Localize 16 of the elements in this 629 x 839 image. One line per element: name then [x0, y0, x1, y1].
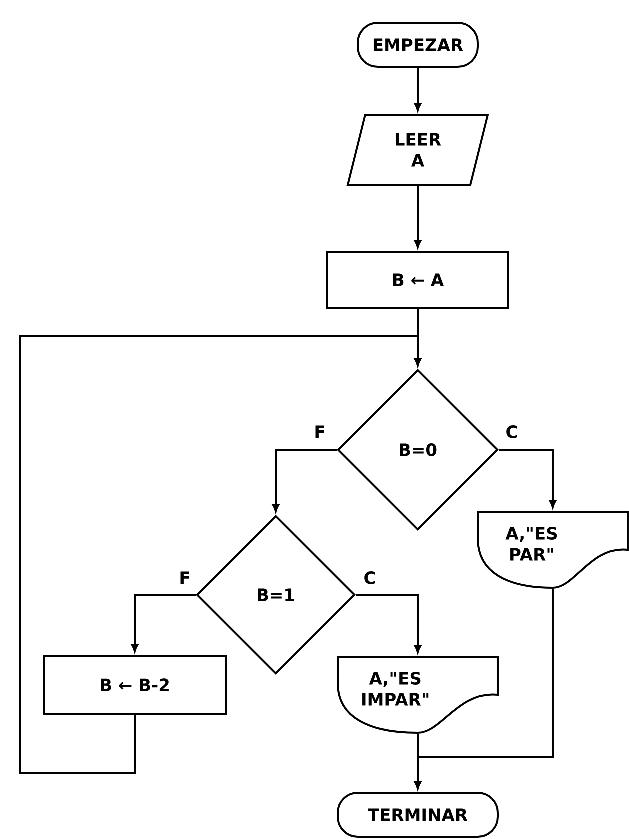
- edge-label: C: [362, 570, 378, 586]
- arrow: [19, 335, 422, 774]
- arrow: [356, 594, 422, 654]
- arrow: [414, 186, 422, 248]
- arrow: [414, 734, 422, 790]
- arrow: [499, 449, 557, 508]
- terminal-box: TERMINAR: [337, 792, 499, 838]
- process-box: B ← A: [326, 251, 510, 309]
- edge-label: C: [504, 424, 520, 440]
- edge-label: F: [313, 424, 327, 440]
- process-box: B ← B-2: [43, 655, 227, 715]
- arrow: [272, 449, 337, 512]
- terminal-box: EMPEZAR: [357, 22, 479, 68]
- edge-label: F: [178, 570, 192, 586]
- arrow: [414, 68, 422, 112]
- arrow: [131, 594, 196, 652]
